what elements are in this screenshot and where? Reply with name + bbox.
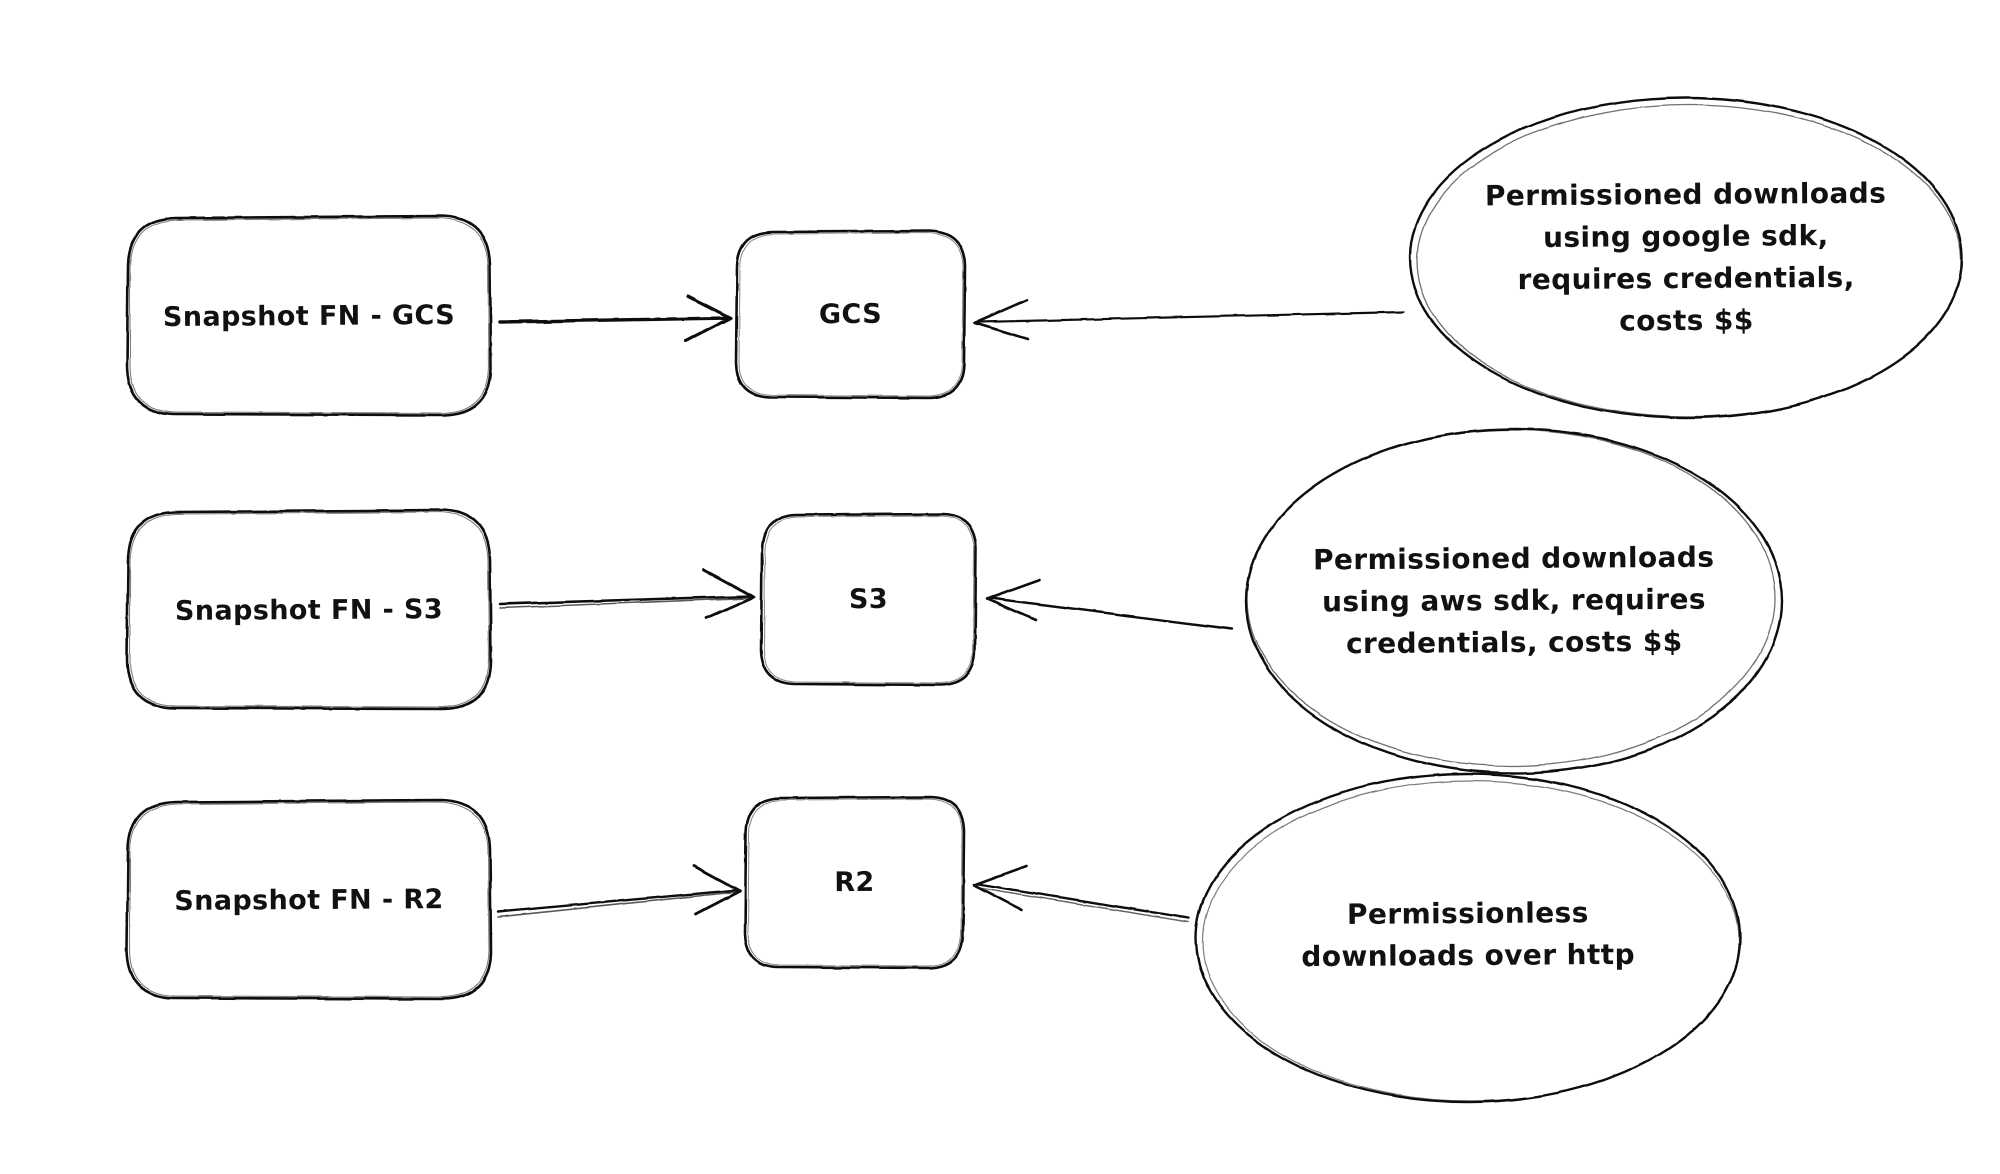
node-gcs-shape[interactable] xyxy=(734,229,967,400)
edge-note-s3-to-s3 xyxy=(985,578,1234,631)
node-s3-shape[interactable] xyxy=(759,512,978,687)
edge-snapshot-gcs-to-gcs xyxy=(498,294,733,343)
note-ellipse-r2-shape[interactable] xyxy=(1194,772,1742,1104)
node-snapshot-fn-r2-shape[interactable] xyxy=(125,798,493,1001)
edge-note-r2-to-r2 xyxy=(972,864,1190,923)
edge-snapshot-s3-to-s3 xyxy=(498,568,756,620)
edge-note-gcs-to-gcs xyxy=(973,298,1406,341)
note-ellipse-s3-shape[interactable] xyxy=(1244,427,1784,775)
node-snapshot-fn-gcs-shape[interactable] xyxy=(125,214,493,417)
node-snapshot-fn-s3-shape[interactable] xyxy=(125,508,493,711)
note-ellipse-gcs-shape[interactable] xyxy=(1408,96,1964,420)
node-r2-shape[interactable] xyxy=(743,795,966,970)
edge-snapshot-r2-to-r2 xyxy=(496,864,742,918)
